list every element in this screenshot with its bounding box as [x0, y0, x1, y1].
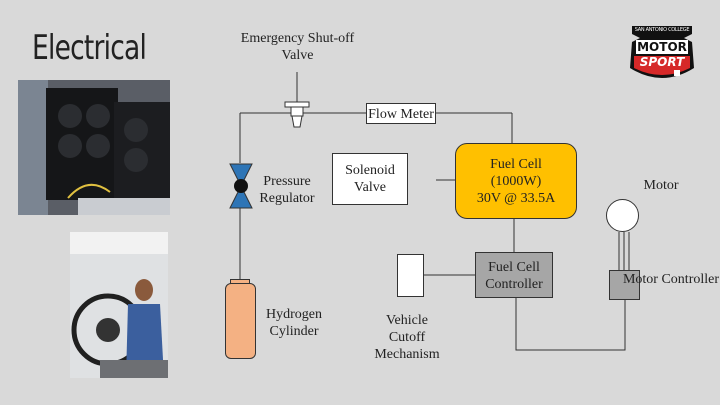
fuel-cell-controller-box: Fuel Cell Controller [475, 252, 553, 298]
shutoff-valve-icon [284, 101, 310, 128]
motor-controller-label: Motor Controller [622, 272, 720, 287]
motorsport-logo: SAN ANTONIO COLLEGE MOTOR SPORT [628, 24, 696, 86]
vc-label-line2: Cutoff [388, 330, 426, 345]
fuel-cell-label-line2: (1000W) [490, 174, 542, 189]
solenoid-label-line1: Solenoid [345, 163, 395, 178]
pr-label-line1: Pressure [263, 174, 311, 189]
solenoid-label-line2: Valve [354, 180, 386, 195]
flow-meter-box: Flow Meter [366, 103, 436, 124]
fuel-cell-box: Fuel Cell (1000W) 30V @ 33.5A [455, 143, 577, 219]
fcc-label-line2: Controller [485, 277, 543, 292]
logo-sport-text: SPORT [639, 55, 685, 69]
fuel-cell-label-line3: 30V @ 33.5A [476, 191, 556, 206]
motor-controller-box [609, 270, 640, 300]
vc-label-line1: Vehicle [386, 313, 428, 328]
pressure-regulator-label: Pressure Regulator [254, 173, 320, 207]
fuel-cell-photo [18, 80, 170, 215]
logo-top-text: SAN ANTONIO COLLEGE [634, 27, 690, 33]
motor-circle [606, 199, 639, 232]
hydrogen-cylinder-label: Hydrogen Cylinder [259, 306, 329, 340]
solenoid-valve-box: Solenoid Valve [332, 153, 408, 205]
hc-label-line2: Cylinder [269, 324, 319, 339]
flow-meter-label: Flow Meter [368, 107, 434, 122]
pressure-regulator-icon [229, 163, 253, 209]
shutoff-label-line2: Valve [281, 48, 314, 63]
vehicle-cutoff-label: Vehicle Cutoff Mechanism [366, 312, 448, 363]
fuel-cell-label-line1: Fuel Cell [490, 157, 542, 172]
motor-label: Motor [643, 178, 679, 193]
hydrogen-cylinder [225, 283, 256, 359]
controller-to-motor-controller-line [515, 298, 626, 351]
vc-label-line3: Mechanism [374, 347, 440, 362]
logo-motor-text: MOTOR [637, 40, 687, 54]
hc-label-line1: Hydrogen [266, 307, 322, 322]
shutoff-label: Emergency Shut-off Valve [230, 30, 365, 64]
slide-title: Electrical [32, 28, 147, 68]
pr-label-line2: Regulator [259, 191, 315, 206]
fcc-label-line1: Fuel Cell [488, 260, 540, 275]
shutoff-label-line1: Emergency Shut-off [240, 31, 355, 46]
motor-photo [70, 232, 168, 378]
vehicle-cutoff-box [397, 254, 424, 297]
